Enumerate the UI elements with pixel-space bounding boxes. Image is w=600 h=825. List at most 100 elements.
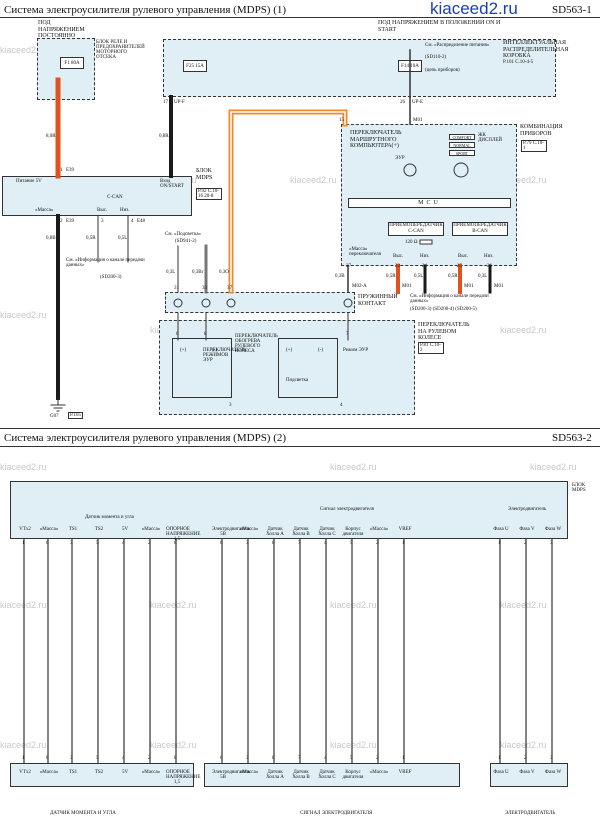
cluster-pin-bot-3: M01 <box>464 284 474 289</box>
power-ign-label: ПОД НАПРЯЖЕНИЕМ В ПОЛОЖЕНИИ ON И START <box>378 20 501 33</box>
watermark: kiaceed2.ru <box>0 462 47 472</box>
wire-cluster-5: 0,3L <box>478 274 488 279</box>
bottom3-label: ЭЛЕКТРОДВИГАТЕЛЬ <box>505 811 556 816</box>
watermark: kiaceed2.ru <box>500 325 547 335</box>
g2-label-bottom-2: «Масса» <box>239 770 259 775</box>
can-high-label: Выс. <box>97 208 108 213</box>
g1-label-top-4: TS2 <box>94 527 104 532</box>
wire-08r-label: 0,8R <box>159 134 169 139</box>
sw-minus-2: (-) <box>318 348 323 353</box>
smart-junction-box <box>163 39 556 97</box>
pin-up-f: UP-F <box>174 100 185 105</box>
can-high-label-c: Выс. <box>393 254 404 259</box>
cluster-ref: P.79 C.10-1 <box>521 140 547 152</box>
g2-pin-bottom-4: 7 <box>298 756 301 761</box>
cluster-pin-24: 24 <box>422 264 427 269</box>
cluster-pin-25: 25 <box>457 264 462 269</box>
g3-pin-bottom-1: 1 <box>498 756 501 761</box>
wire-05r-label: 0,5R <box>86 236 96 241</box>
sw-pin-7: 7 <box>346 332 349 337</box>
clock-spring-label: ПРУЖИННЫЙ КОНТАКТ <box>358 294 398 307</box>
mode-sport: SPORT <box>449 150 475 156</box>
brand-text: kiaceed2.ru <box>430 0 518 18</box>
watermark: kiaceed2.ru <box>0 310 47 320</box>
mode-comfort: COMFORT <box>449 134 475 140</box>
wire-cluster-4: 0,5R <box>448 274 458 279</box>
mdps-power-label: Питание 5V <box>16 179 42 184</box>
heat-switch[interactable] <box>278 338 338 398</box>
g2-label-top-7: «Масса» <box>369 527 389 532</box>
pin-37: 37 <box>227 286 232 291</box>
pin-26: 26 <box>400 100 405 105</box>
g2-label-top-3: Датчик Холла A <box>266 527 284 537</box>
pin-e39-1: 1 <box>60 168 63 173</box>
g1-pin-bottom-7: 8 <box>174 756 177 761</box>
g1-pin-bottom-2: 6 <box>46 756 49 761</box>
wire-05l-label: 0,5L <box>118 236 128 241</box>
cluster-label: КОМБИНАЦИЯ ПРИБОРОВ <box>520 124 563 137</box>
page1-title: Система электроусилителя рулевого управл… <box>4 4 287 16</box>
g3-label-bottom-3: Фаза W <box>544 770 562 775</box>
sw-left-label: ПЕРЕКЛЮЧАТЕЛЬ РЕЖИМОВ ЭУР <box>203 348 246 363</box>
g3-label-top-2: Фаза V <box>519 527 535 532</box>
g2-pin-top-3: 8 <box>272 541 275 546</box>
g1-pin-bottom-5: 4 <box>122 756 125 761</box>
watermark: kiaceed2.ru <box>500 600 547 610</box>
watermark: kiaceed2.ru <box>0 45 47 55</box>
g1-pin-bottom-4: 5 <box>96 756 99 761</box>
page1-code: SD563-1 <box>552 4 592 16</box>
g1-label-bottom-3: TS1 <box>68 770 78 775</box>
watermark: kiaceed2.ru <box>500 740 547 750</box>
wire-03o-label: 0,3O <box>219 270 229 275</box>
g3-pin-top-3: 3 <box>550 541 553 546</box>
g1-pin-top-6: 2 <box>148 541 151 546</box>
watermark: kiaceed2.ru <box>150 740 197 750</box>
group3-title: Электродвигатель <box>508 507 547 512</box>
sw-pin-6: 6 <box>176 332 179 337</box>
wire-8r-label: 8,0R <box>46 134 56 139</box>
mdps-pin-e48: E48 <box>137 219 146 224</box>
see-can2-code: (SD200-3) (SD200-4) (SD200-5) <box>410 307 477 312</box>
sw-minus-1: (-) <box>212 348 217 353</box>
g2-pin-top-6: 5 <box>350 541 353 546</box>
lcd-label: ЖК ДИСПЛЕЙ <box>478 133 503 143</box>
can-low-label-b: Низ. <box>484 254 494 259</box>
cluster-pin-27: 27 <box>346 264 351 269</box>
mcu-block: MCU <box>348 198 511 208</box>
g2-label-top-1: Электродвигатель 5В <box>212 527 251 537</box>
mdps-pin-3: 3 <box>101 219 104 224</box>
g2-label-bottom-1: Электродвигатель 5В <box>212 770 251 780</box>
smart-block-label: ИНТЕЛЛЕКТУАЛЬНАЯ РАСПРЕДЕЛИТЕЛЬНАЯ КОРОБ… <box>503 40 569 59</box>
bottom1-label: ДАТЧИК МОМЕНТА И УГЛА <box>50 811 116 816</box>
wire-03l-label: 0,3L <box>166 270 176 275</box>
sw-mode-label: Режим ЭУР <box>343 348 369 353</box>
eur-mode-switch[interactable] <box>172 338 232 398</box>
g2-pin-top-1: 6 <box>220 541 223 546</box>
sw-pin-3: 3 <box>229 403 232 408</box>
g2-pin-bottom-8: 1 <box>402 756 405 761</box>
header-rule-2 <box>0 446 600 447</box>
g3-pin-top-2: 2 <box>524 541 527 546</box>
mdps-pin-e39-a: E39 <box>66 219 75 224</box>
wire-cluster-3: 0,5L <box>414 274 424 279</box>
g3-label-top-1: Фаза U <box>493 527 509 532</box>
receiver-c-can: ПРИЕМОПЕРЕДАТЧИК C-CAN <box>388 222 444 236</box>
watermark: kiaceed2.ru <box>330 600 377 610</box>
g2-pin-bottom-1: 6 <box>220 756 223 761</box>
pin-m01: M01 <box>413 118 423 123</box>
g1-pin-top-4: 5 <box>96 541 99 546</box>
g2-pin-top-2: 3 <box>246 541 249 546</box>
g2-pin-bottom-5: 4 <box>324 756 327 761</box>
trip-switch-label: ПЕРЕКЛЮЧАТЕЛЬ МАРШРУТНОГО КОМПЬЮТЕРА(+) <box>350 130 402 149</box>
g2-pin-bottom-2: 3 <box>246 756 249 761</box>
page2-title: Система электроусилителя рулевого управл… <box>4 432 287 444</box>
cluster-pin-bot-1: M02-A <box>352 284 367 289</box>
ground-ref: P.105 <box>68 412 83 419</box>
see-light-code: (SD941-2) <box>175 239 197 244</box>
wire-08b-label: 0,8B <box>46 236 56 241</box>
mdps-unit-box-2 <box>10 481 568 539</box>
g3-label-bottom-1: Фаза U <box>493 770 509 775</box>
g1-label-top-3: TS1 <box>68 527 78 532</box>
mass-switch-label: «Масса» переключателя <box>349 247 381 257</box>
